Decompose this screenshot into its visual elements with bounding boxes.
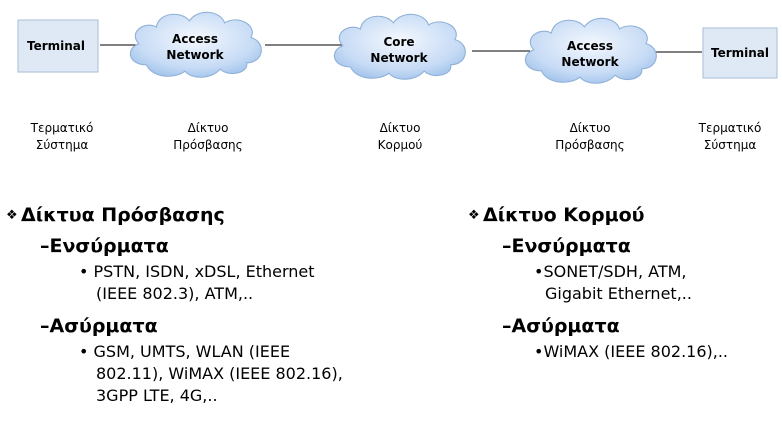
list-line: 802.11), WiMAX (IEEE 802.16), <box>96 364 343 383</box>
terminal-label: Terminal <box>711 46 769 60</box>
caption-line: Πρόσβασης <box>173 138 243 152</box>
list-line: 3GPP LTE, 4G,.. <box>96 386 218 405</box>
list-line: (IEEE 802.3), ATM,.. <box>96 284 254 303</box>
cloud-label-line2: Network <box>370 51 428 65</box>
network-diagram: Terminal Access Network Core Network Acc… <box>17 11 778 84</box>
list-line: •WiMAX (IEEE 802.16),.. <box>534 342 729 361</box>
caption-line: Σύστημα <box>703 138 757 152</box>
heading-text: Δίκτυο Κορμού <box>483 204 645 226</box>
cloud-label-line1: Core <box>383 35 414 49</box>
diamond-bullet-icon: ❖ <box>468 208 480 223</box>
caption-line: Κορμού <box>377 138 423 152</box>
cloud-label-line2: Network <box>561 55 619 69</box>
wireless-list: •WiMAX (IEEE 802.16),.. <box>534 341 728 363</box>
list-line: •SONET/SDH, ATM, <box>534 262 687 281</box>
access-networks-section: ❖Δίκτυα Πρόσβασης –Ενσύρματα • PSTN, ISD… <box>6 200 343 407</box>
heading-text: Δίκτυα Πρόσβασης <box>21 204 225 226</box>
cloud-label-line2: Network <box>166 48 224 62</box>
caption-line: Δίκτυο <box>569 121 611 135</box>
caption-line: Δίκτυο <box>187 121 229 135</box>
caption-line: Τερματικό <box>698 121 762 135</box>
wireless-title: –Ασύρματα <box>40 315 158 337</box>
terminal-node-left: Terminal <box>17 19 99 73</box>
caption-access-left: Δίκτυο Πρόσβασης <box>158 120 258 154</box>
section-heading: ❖Δίκτυο Κορμού <box>468 200 728 231</box>
section-heading: ❖Δίκτυα Πρόσβασης <box>6 200 343 231</box>
wired-list: •SONET/SDH, ATM, Gigabit Ethernet,.. <box>534 261 728 305</box>
wired-title: –Ενσύρματα <box>502 235 631 257</box>
caption-terminal-left: Τερματικό Σύστημα <box>22 120 102 154</box>
caption-core: Δίκτυο Κορμού <box>360 120 440 154</box>
core-network-section: ❖Δίκτυο Κορμού –Ενσύρματα •SONET/SDH, AT… <box>468 200 728 363</box>
list-line: • GSM, UMTS, WLAN (IEEE <box>79 342 291 361</box>
terminal-node-right: Terminal <box>702 27 778 79</box>
list-line: • PSTN, ISDN, xDSL, Ethernet <box>79 262 315 281</box>
wireless-title: –Ασύρματα <box>502 315 620 337</box>
list-line: Gigabit Ethernet,.. <box>545 284 692 303</box>
diamond-bullet-icon: ❖ <box>6 208 18 223</box>
wired-title: –Ενσύρματα <box>40 235 169 257</box>
caption-access-right: Δίκτυο Πρόσβασης <box>540 120 640 154</box>
caption-line: Σύστημα <box>35 138 89 152</box>
wired-list: • PSTN, ISDN, xDSL, Ethernet (IEEE 802.3… <box>79 261 343 305</box>
caption-line: Δίκτυο <box>379 121 421 135</box>
wireless-list: • GSM, UMTS, WLAN (IEEE 802.11), WiMAX (… <box>79 341 343 407</box>
caption-line: Πρόσβασης <box>555 138 625 152</box>
caption-line: Τερματικό <box>30 121 94 135</box>
cloud-label-line1: Access <box>567 39 613 53</box>
terminal-label: Terminal <box>27 39 85 53</box>
caption-terminal-right: Τερματικό Σύστημα <box>688 120 772 154</box>
cloud-label-line1: Access <box>172 32 218 46</box>
